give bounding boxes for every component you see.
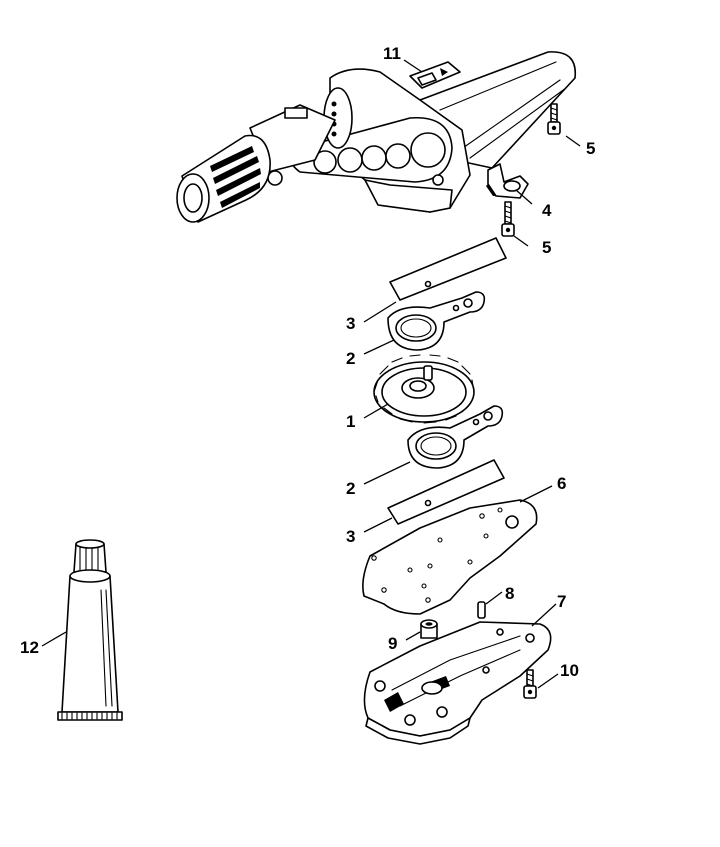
callout-8: 8 bbox=[505, 584, 514, 603]
callout-10: 10 bbox=[560, 661, 579, 680]
part-4-bracket bbox=[486, 163, 529, 199]
callout-1: 1 bbox=[346, 412, 355, 431]
part-2-connecting-rod-upper bbox=[387, 291, 486, 351]
part-1-gear bbox=[373, 354, 475, 424]
callout-6: 6 bbox=[557, 474, 566, 493]
callout-4: 4 bbox=[542, 201, 552, 220]
part-5-screw-middle bbox=[501, 201, 515, 237]
part-11-label bbox=[409, 61, 461, 89]
callout-5-middle: 5 bbox=[542, 238, 551, 257]
part-2-connecting-rod-lower bbox=[407, 405, 504, 469]
callout-2-upper: 2 bbox=[346, 349, 355, 368]
callout-9: 9 bbox=[388, 634, 397, 653]
part-7-housing-cover bbox=[363, 621, 552, 745]
callout-11: 11 bbox=[383, 44, 401, 63]
leader-lines bbox=[41, 59, 581, 689]
part-10-screw bbox=[523, 669, 537, 699]
callout-labels: 11 5 4 5 3 2 1 2 3 6 8 9 7 10 12 bbox=[20, 44, 595, 680]
part-8-dowel-pin bbox=[477, 601, 486, 619]
callout-3-upper: 3 bbox=[346, 314, 355, 333]
part-3-gasket-lower bbox=[387, 459, 505, 525]
callout-5-upper: 5 bbox=[586, 139, 595, 158]
part-6-gasket-plate bbox=[362, 499, 538, 615]
callout-7: 7 bbox=[557, 592, 566, 611]
part-3-gasket-upper bbox=[389, 237, 507, 301]
gear-housing bbox=[176, 51, 577, 223]
part-9-sleeve bbox=[420, 619, 438, 639]
callout-3-lower: 3 bbox=[346, 527, 355, 546]
part-5-screw-upper bbox=[547, 103, 561, 135]
callout-12: 12 bbox=[20, 638, 39, 657]
part-12-grease-tube bbox=[57, 539, 123, 721]
callout-2-lower: 2 bbox=[346, 479, 355, 498]
